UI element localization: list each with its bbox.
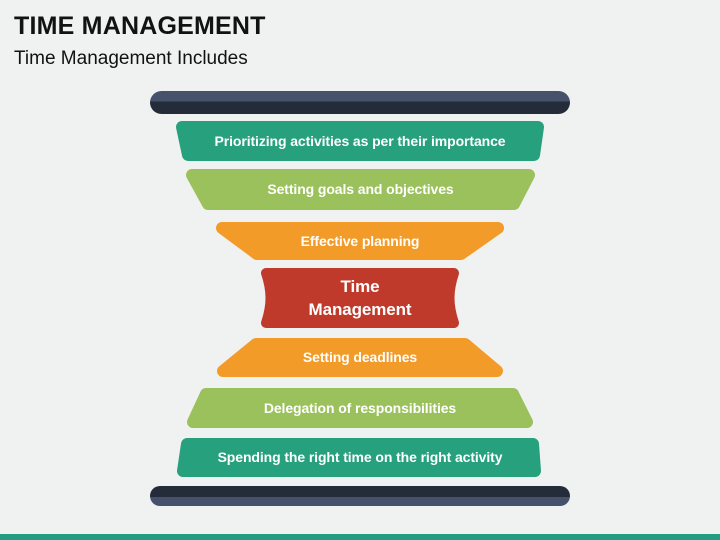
band-label-prioritizing: Prioritizing activities as per their imp… (214, 132, 506, 149)
slide-subtitle: Time Management Includes (14, 48, 248, 69)
band-shape-prioritizing (176, 121, 544, 161)
hourglass-bottom-cap (150, 486, 570, 506)
band-label-delegation: Delegation of responsibilities (263, 399, 457, 416)
center-label-time-management: Time Management (308, 277, 412, 319)
band-shape-deadlines (217, 338, 503, 377)
band-shape-planning (216, 222, 504, 260)
band-label-goals: Setting goals and objectives (267, 181, 454, 198)
band-label-planning: Effective planning (300, 232, 420, 249)
center-shape-time-management (261, 268, 459, 328)
slide-title: TIME MANAGEMENT (14, 12, 266, 40)
band-shape-delegation (187, 388, 533, 428)
band-label-spending: Spending the right time on the right act… (217, 449, 503, 466)
band-shape-spending (177, 438, 541, 477)
band-shape-goals (186, 169, 535, 210)
hourglass-top-cap (150, 91, 570, 114)
band-label-deadlines: Setting deadlines (302, 349, 418, 366)
footer-accent-bar (0, 534, 720, 540)
